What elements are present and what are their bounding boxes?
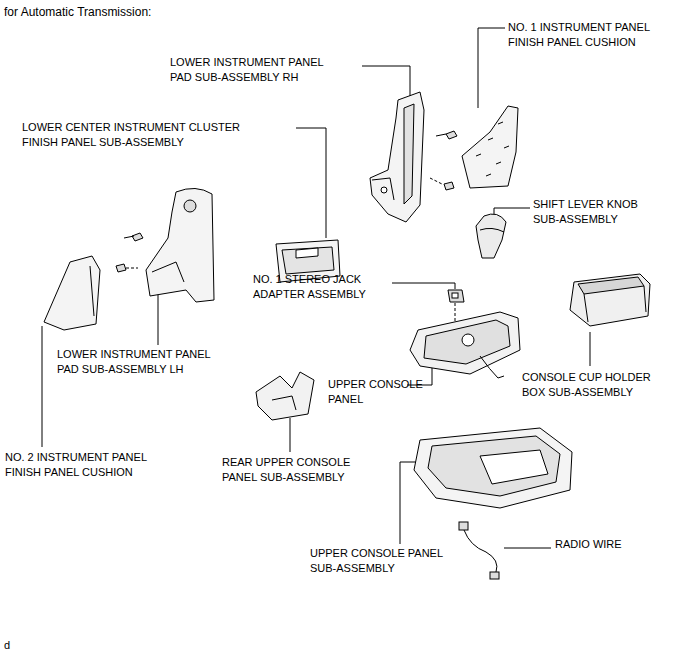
rh-pad — [370, 92, 457, 222]
radio-wire — [459, 522, 499, 579]
stereo-jack — [448, 290, 464, 302]
part-label: LOWER INSTRUMENT PANEL PAD SUB-ASSEMBLY … — [170, 55, 328, 85]
part-label: RADIO WIRE — [555, 537, 622, 552]
part-label: UPPER CONSOLE PANEL — [328, 377, 427, 407]
part-label: LOWER INSTRUMENT PANEL PAD SUB-ASSEMBLY … — [57, 347, 215, 377]
upper-console-sub-assembly — [414, 428, 572, 508]
title: for Automatic Transmission: — [4, 5, 151, 20]
part-label: REAR UPPER CONSOLE PANEL SUB-ASSEMBLY — [222, 455, 355, 485]
part-label: LOWER CENTER INSTRUMENT CLUSTER FINISH P… — [22, 120, 245, 150]
rear-upper-console-panel — [256, 372, 314, 420]
part-label: UPPER CONSOLE PANEL SUB-ASSEMBLY — [310, 546, 448, 576]
shift-knob — [476, 214, 506, 258]
upper-console-panel — [410, 312, 520, 378]
part-label: CONSOLE CUP HOLDER BOX SUB-ASSEMBLY — [522, 370, 655, 400]
part-label: NO. 1 INSTRUMENT PANEL FINISH PANEL CUSH… — [508, 20, 655, 50]
part-label: SHIFT LEVER KNOB SUB-ASSEMBLY — [533, 197, 643, 227]
lh-pad — [116, 188, 214, 302]
part-label: NO. 1 STEREO JACK ADAPTER ASSEMBLY — [253, 272, 366, 302]
finish-panel-cushion-2 — [44, 256, 100, 330]
cup-holder-box — [570, 274, 650, 326]
part-label: d — [4, 638, 10, 653]
part-label: NO. 2 INSTRUMENT PANEL FINISH PANEL CUSH… — [5, 450, 152, 480]
finish-panel-cushion-1 — [462, 106, 518, 188]
